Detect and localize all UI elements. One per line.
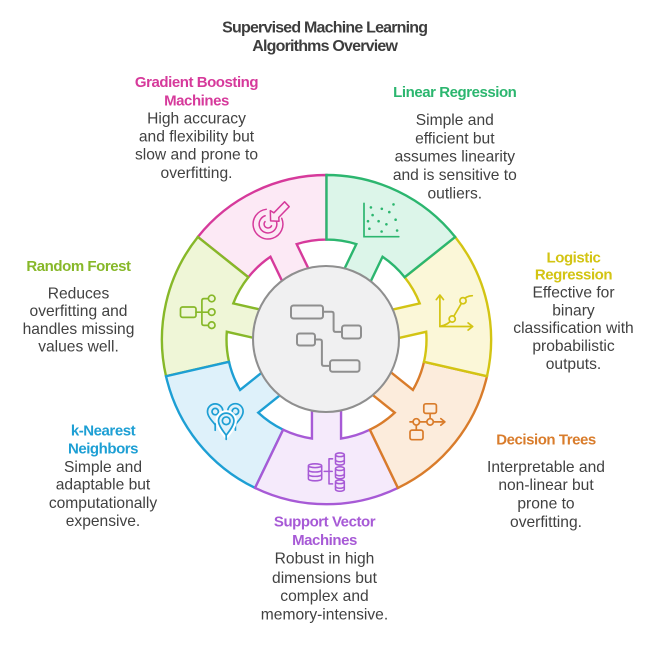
svg-text:k-Nearest: k-Nearest (71, 423, 136, 440)
svg-text:overfitting.: overfitting. (510, 514, 582, 531)
svg-text:non-linear but: non-linear but (498, 477, 594, 494)
svg-text:binary: binary (552, 302, 595, 319)
svg-text:Effective for: Effective for (532, 284, 614, 301)
svg-text:dimensions but: dimensions but (272, 570, 378, 587)
svg-text:efficient but: efficient but (415, 130, 495, 147)
svg-text:prone to: prone to (517, 496, 575, 513)
svg-text:outputs.: outputs. (546, 356, 601, 373)
svg-text:Regression: Regression (535, 267, 612, 284)
svg-text:Machines: Machines (164, 92, 229, 109)
svg-text:High accuracy: High accuracy (147, 111, 246, 128)
svg-text:Reduces: Reduces (48, 286, 110, 303)
svg-text:overfitting and: overfitting and (30, 303, 128, 320)
svg-text:and flexibility but: and flexibility but (139, 129, 255, 146)
svg-text:Robust in high: Robust in high (275, 551, 375, 568)
svg-text:classification with: classification with (513, 320, 633, 337)
svg-text:values well.: values well. (38, 339, 119, 356)
svg-text:Linear Regression: Linear Regression (393, 84, 517, 101)
svg-text:and is sensitive to: and is sensitive to (393, 167, 517, 184)
svg-text:Random Forest: Random Forest (26, 258, 131, 275)
svg-text:Simple and: Simple and (416, 112, 494, 129)
svg-text:Neighbors: Neighbors (68, 440, 138, 457)
svg-text:Machines: Machines (292, 532, 357, 549)
svg-text:overfitting.: overfitting. (161, 165, 233, 182)
svg-text:slow and prone to: slow and prone to (135, 147, 258, 164)
svg-text:Support Vector: Support Vector (274, 514, 376, 531)
svg-text:Logistic: Logistic (547, 250, 601, 267)
svg-text:handles missing: handles missing (23, 321, 135, 338)
svg-text:expensive.: expensive. (66, 513, 141, 530)
svg-text:Interpretable and: Interpretable and (487, 459, 605, 476)
svg-text:Gradient Boosting: Gradient Boosting (135, 74, 258, 91)
svg-text:computationally: computationally (49, 495, 158, 512)
svg-text:Simple and: Simple and (64, 459, 142, 476)
svg-text:Supervised Machine Learning: Supervised Machine Learning (222, 20, 427, 37)
svg-text:assumes linearity: assumes linearity (395, 149, 516, 166)
svg-text:memory-intensive.: memory-intensive. (261, 607, 388, 624)
svg-text:complex and: complex and (280, 588, 368, 605)
svg-text:Algorithms Overview: Algorithms Overview (252, 38, 398, 55)
svg-text:probabilistic: probabilistic (532, 338, 615, 355)
svg-text:outliers.: outliers. (427, 185, 482, 202)
svg-text:adaptable but: adaptable but (56, 477, 151, 494)
svg-text:Decision Trees: Decision Trees (496, 432, 596, 449)
